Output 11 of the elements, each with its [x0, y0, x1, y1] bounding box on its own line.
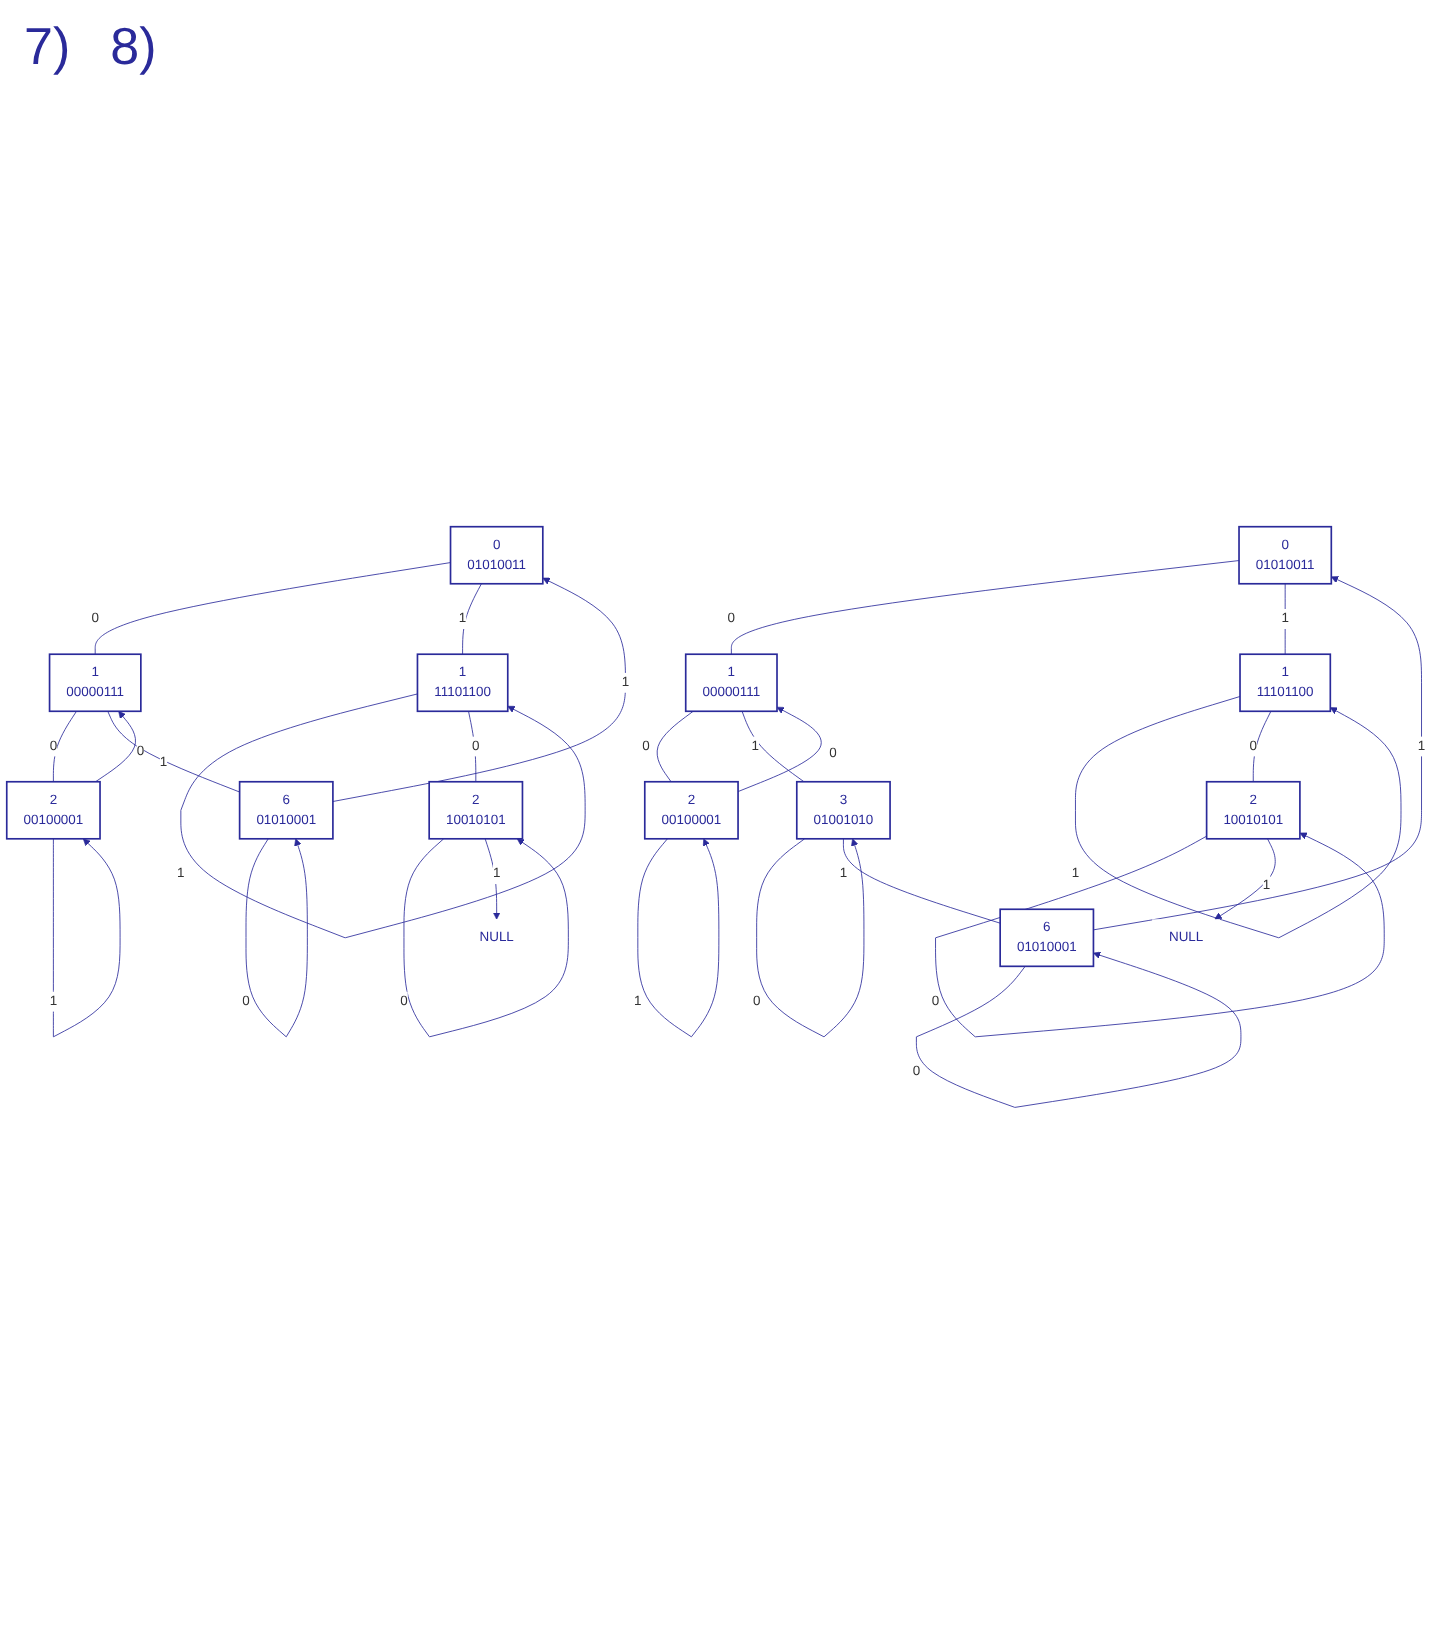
connector: [107, 711, 241, 794]
connector: [52, 711, 77, 784]
diagram-number: 7): [24, 16, 71, 78]
connector: [94, 563, 451, 656]
connector: [656, 711, 694, 784]
connector: [843, 839, 1001, 925]
connector: [462, 584, 482, 656]
connector: [1252, 711, 1272, 784]
diagram-number: 8): [110, 16, 157, 78]
connector: [730, 561, 1240, 656]
connector: [741, 711, 805, 784]
